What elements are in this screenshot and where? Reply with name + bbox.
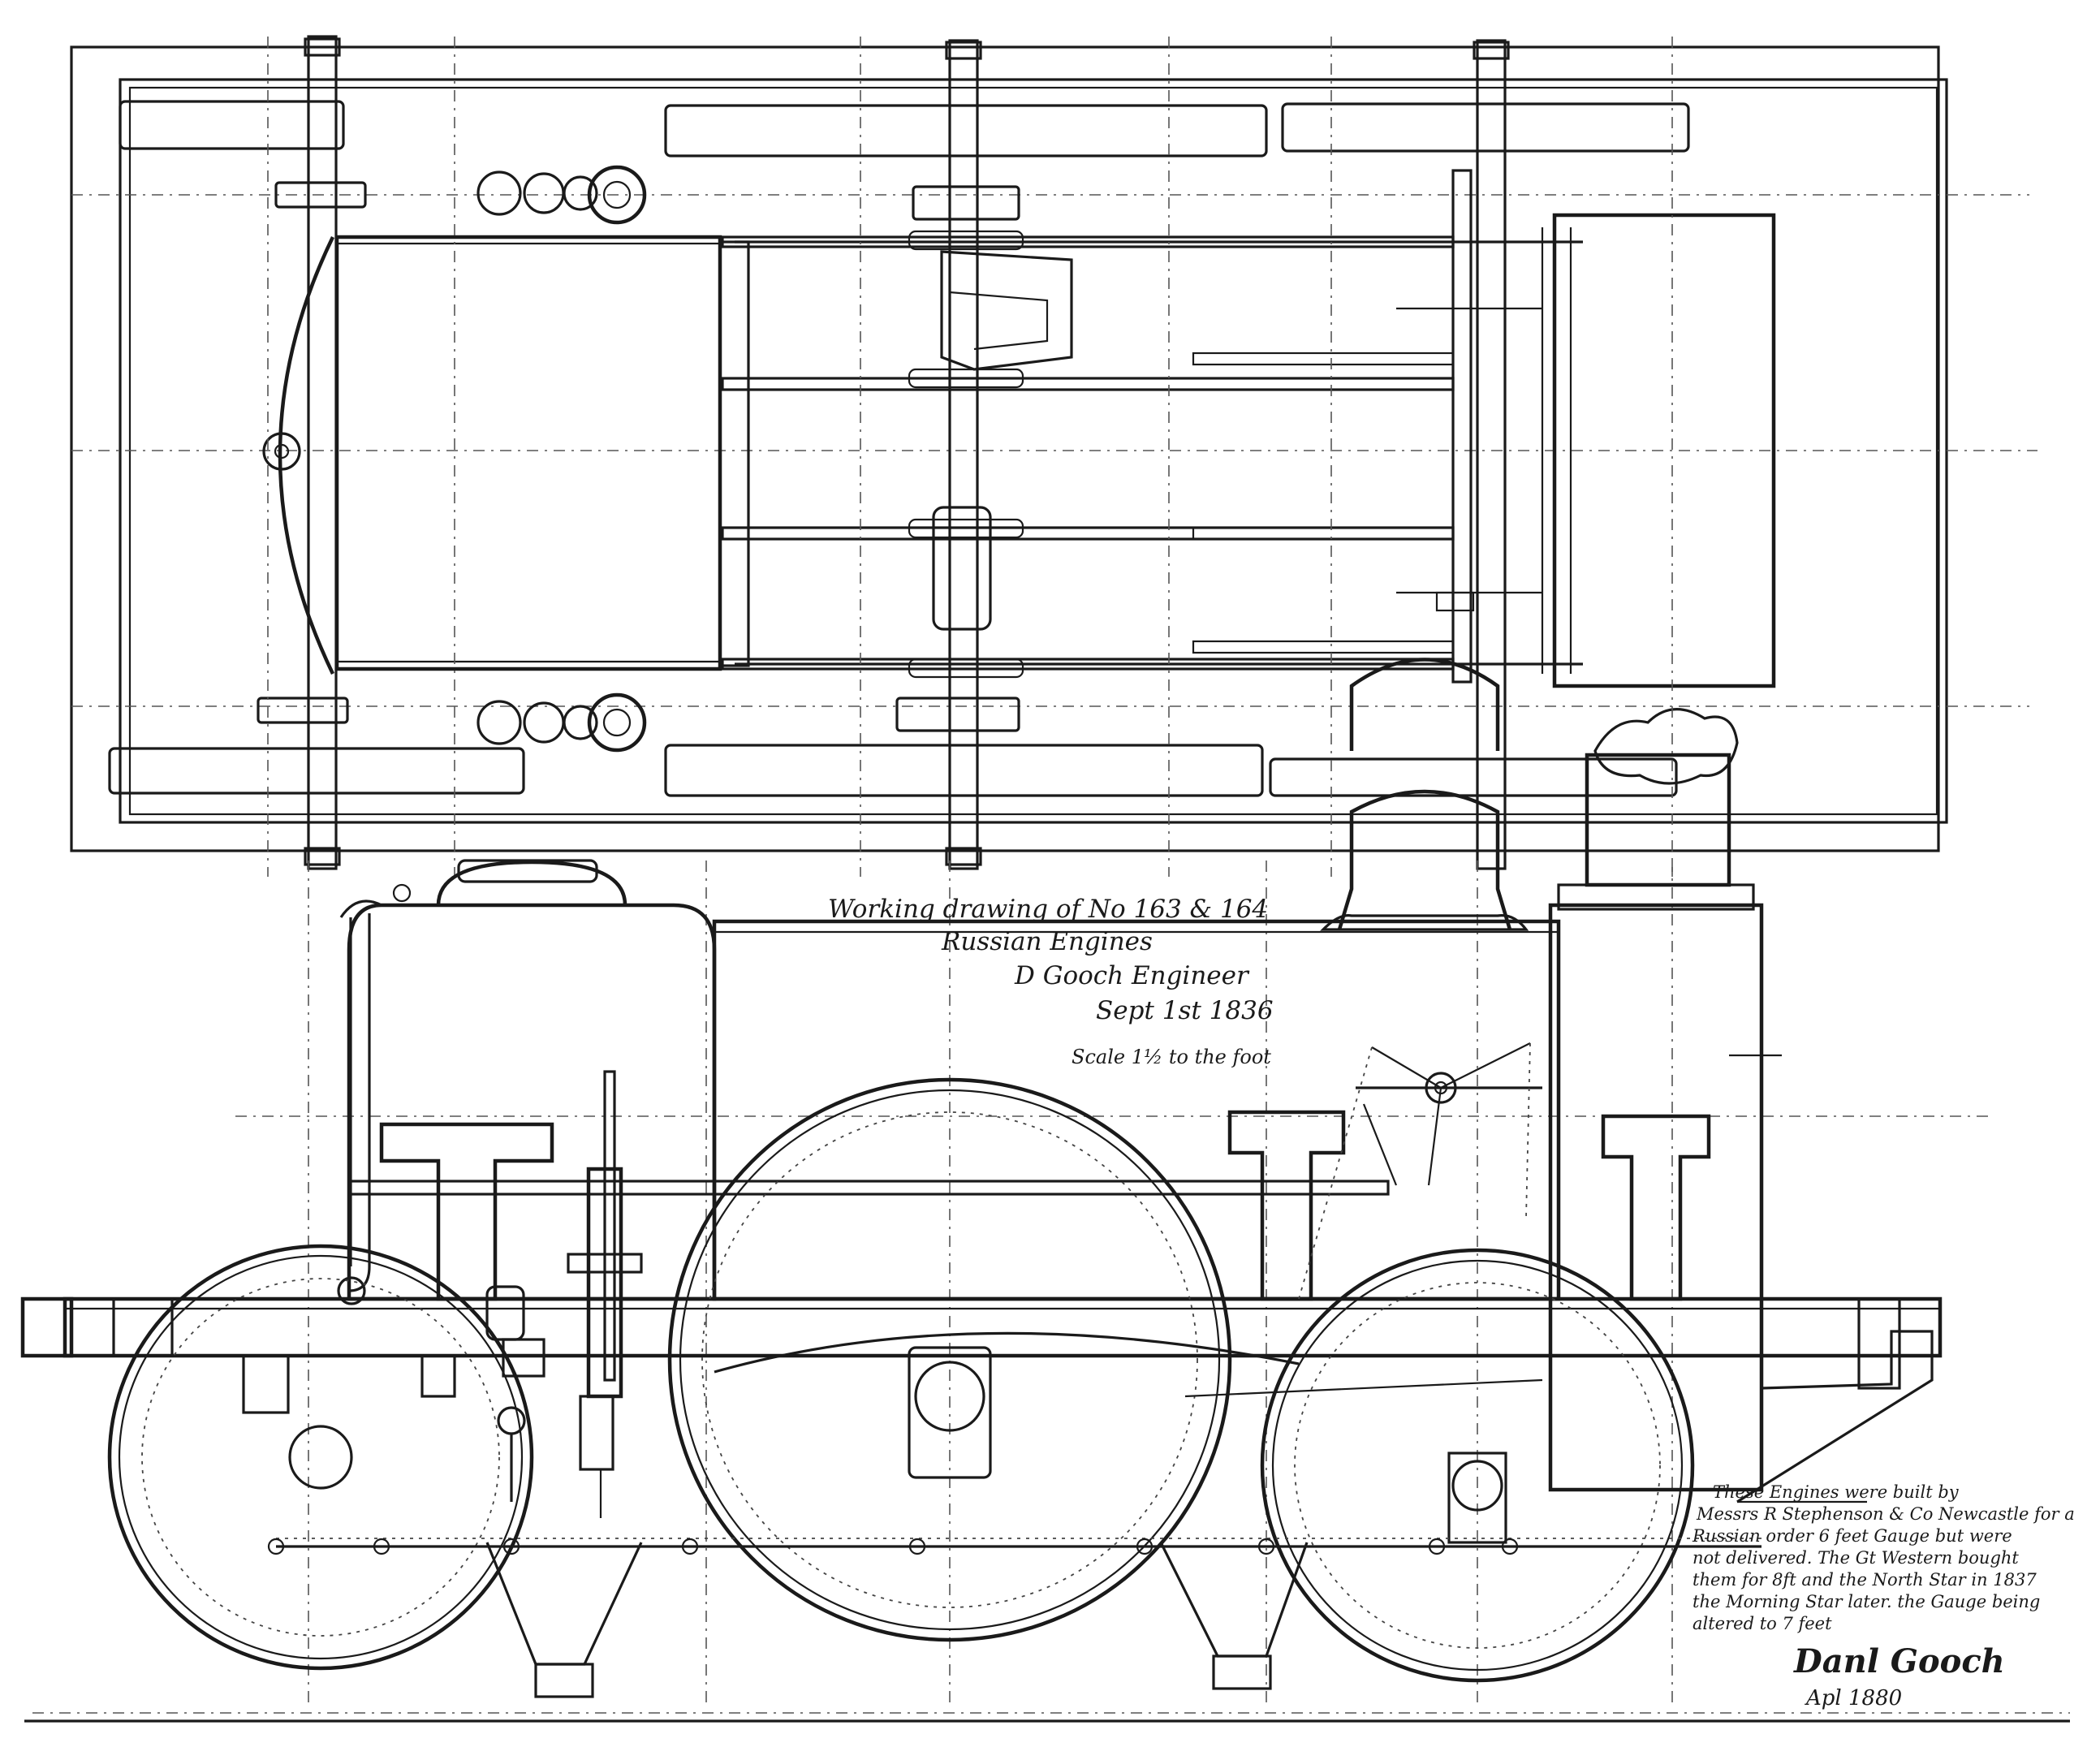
note-line-4: not delivered. The Gt Western bought bbox=[1693, 1548, 2019, 1568]
driving-wheel bbox=[667, 1077, 1232, 1642]
plan-motion-bar-2 bbox=[721, 526, 1455, 541]
side-elevation bbox=[20, 753, 2070, 1723]
side-chimney bbox=[1585, 753, 1731, 887]
signature: Danl Gooch bbox=[1793, 1642, 2005, 1680]
plan-front-axle bbox=[307, 35, 338, 870]
axlebox-guide-front bbox=[379, 1122, 554, 1301]
title-line-3: D Gooch Engineer bbox=[1014, 961, 1250, 990]
plan-chimney bbox=[1593, 708, 1739, 785]
plan-rear-axle bbox=[1476, 39, 1507, 870]
plan-frame-top-mid bbox=[664, 104, 1268, 157]
plan-frame-top-left bbox=[119, 100, 345, 150]
plan-fittings-bottom bbox=[476, 692, 647, 753]
note-line-6: the Morning Star later. the Gauge being bbox=[1693, 1592, 2040, 1611]
signature-date: Apl 1880 bbox=[1805, 1686, 1902, 1710]
side-steam-dome bbox=[1337, 789, 1512, 930]
plan-frame-bottom-left bbox=[108, 747, 525, 795]
scale-label: Scale 1½ to the foot bbox=[1072, 1046, 1271, 1068]
side-firebox bbox=[1548, 903, 1764, 1492]
title-block: Working drawing of No 163 & 164 Russian … bbox=[828, 895, 1274, 1068]
note-line-2: Messrs R Stephenson & Co Newcastle for a bbox=[1696, 1504, 2075, 1524]
note-line-3: Russian order 6 feet Gauge but were bbox=[1692, 1526, 2012, 1546]
axlebox-guide-middle bbox=[1227, 1110, 1346, 1301]
plan-firebox bbox=[1552, 213, 1776, 688]
plan-view bbox=[70, 35, 2037, 877]
rear-wheel bbox=[1260, 1248, 1695, 1683]
plan-smokebox-front bbox=[278, 236, 335, 675]
plan-frame-bottom-mid bbox=[664, 744, 1264, 797]
plan-boiler-barrel bbox=[334, 235, 722, 671]
note-line-1: These Engines were built by bbox=[1713, 1482, 1960, 1502]
note-line-5: them for 8ft and the North Star in 1837 bbox=[1693, 1570, 2037, 1590]
title-line-2: Russian Engines bbox=[941, 927, 1153, 956]
plan-driving-axle bbox=[948, 39, 979, 870]
plan-fittings-top bbox=[476, 165, 647, 225]
title-line-4: Sept 1st 1836 bbox=[1096, 996, 1274, 1025]
plan-frame-top-right bbox=[1281, 102, 1690, 153]
plan-dome bbox=[1349, 658, 1500, 751]
axlebox-guide-rear bbox=[1601, 1114, 1711, 1301]
side-boiler-barrel bbox=[712, 919, 1561, 1301]
side-note: These Engines were built by Messrs R Ste… bbox=[1692, 1482, 2075, 1710]
plan-motion-bar-1 bbox=[721, 377, 1455, 391]
plan-frame-bottom-right bbox=[1269, 757, 1678, 797]
note-line-7: altered to 7 feet bbox=[1693, 1614, 1832, 1633]
title-line-1: Working drawing of No 163 & 164 bbox=[828, 895, 1268, 924]
plan-crank bbox=[940, 250, 1073, 371]
plan-outer-border bbox=[70, 45, 1940, 852]
front-buffer-beam bbox=[20, 1296, 74, 1358]
spring-hanger-1 bbox=[485, 1542, 643, 1666]
front-wheel bbox=[107, 1244, 534, 1671]
motion-rod bbox=[347, 1180, 1390, 1196]
side-front-dome bbox=[436, 860, 627, 906]
side-smokebox bbox=[347, 903, 717, 1301]
